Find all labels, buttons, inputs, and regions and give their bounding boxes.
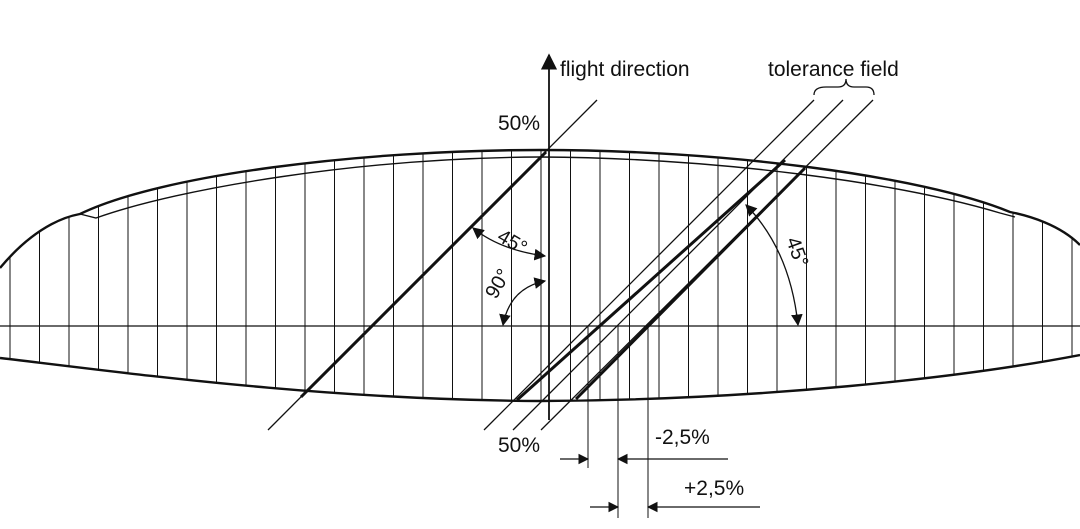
- top-percent-label: 50%: [498, 112, 540, 135]
- bottom-percent-label: 50%: [498, 434, 540, 457]
- tolerance-field-brace: [813, 78, 875, 96]
- angle-arc-90: [499, 277, 547, 327]
- wing-inner-outline: [79, 156, 1016, 219]
- angle-90-label: 90°: [481, 265, 515, 302]
- flight-direction-label: flight direction: [560, 58, 690, 81]
- tolerance-line-lower-bold: [574, 166, 807, 401]
- angle-arc-45-right: [745, 204, 803, 327]
- left-45-degree-line-bold: [299, 150, 548, 399]
- rib-lines: [9, 150, 1073, 401]
- angle-arc-45-left: [472, 227, 547, 261]
- plus-tolerance-label: +2,5%: [684, 477, 744, 500]
- wing-bottom-outline: [0, 353, 1080, 403]
- tolerance-line-upper: [483, 99, 815, 431]
- angle-45-right-label: 45°: [781, 234, 812, 270]
- tolerance-line-middle: [512, 99, 844, 431]
- angle-45-left-label: 45°: [494, 225, 531, 259]
- wing-top-outline: [0, 148, 1080, 269]
- minus-tolerance-label: -2,5%: [655, 426, 710, 449]
- tolerance-line-middle-bold: [515, 158, 787, 402]
- tolerance-field-label: tolerance field: [768, 58, 899, 81]
